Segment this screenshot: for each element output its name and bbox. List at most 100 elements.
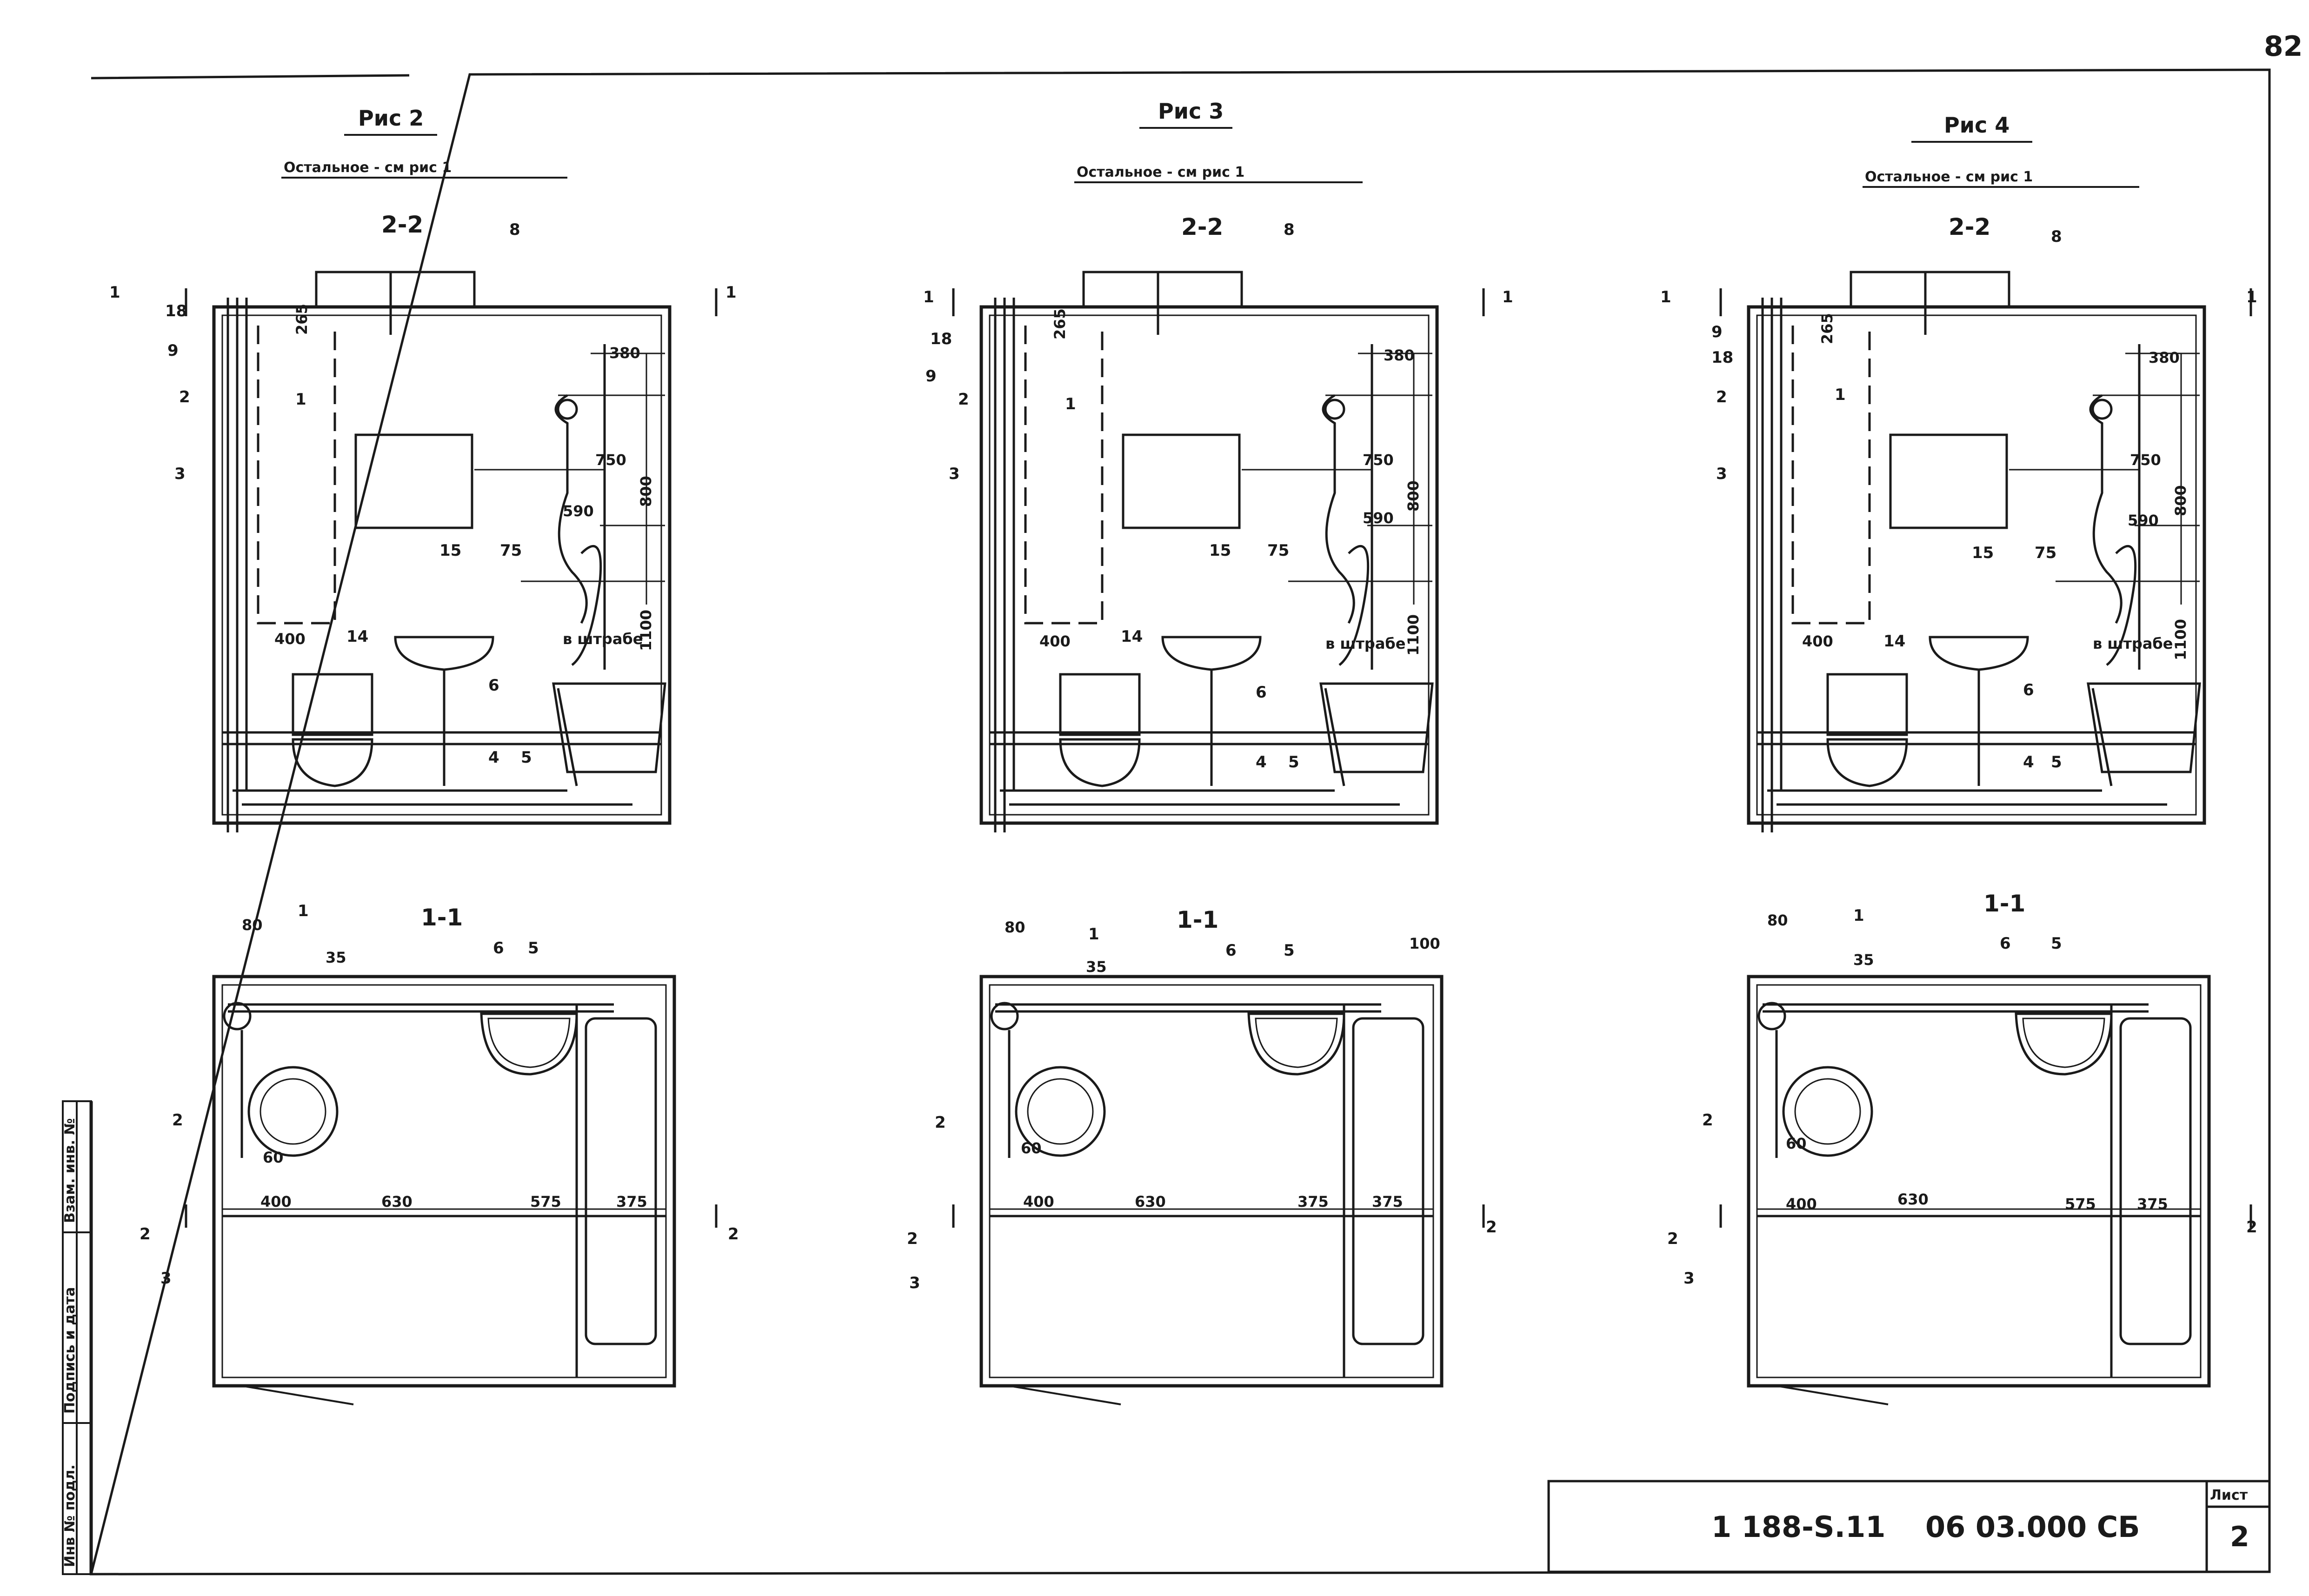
dim-label: 380: [2149, 349, 2180, 366]
elev-section: 2-2: [1949, 213, 1990, 240]
sheet-label: Лист: [2210, 1487, 2248, 1503]
ref-label: 15: [1209, 541, 1231, 560]
dim-label: 35: [1086, 958, 1107, 976]
width-label: 375: [2137, 1195, 2168, 1213]
title-block: 1 188-S.11 06 03.000 СБ Лист 2: [1547, 1480, 2271, 1573]
ref-label: 6: [2023, 681, 2034, 699]
note-label: в штрабе: [1325, 635, 1405, 652]
ref-label: 5: [1284, 941, 1295, 960]
elev-section: 2-2: [1181, 213, 1223, 240]
dim-label: 60: [1021, 1139, 1042, 1157]
ref-label: 9: [167, 341, 179, 360]
ref-label: 5: [2051, 934, 2062, 953]
cut-label: 1: [1502, 288, 1513, 306]
dim-label: 265: [293, 304, 311, 335]
cut-label: 1: [923, 288, 934, 306]
cut-label: 2: [907, 1230, 918, 1248]
ref-label: 15: [1972, 544, 1994, 562]
dim-label: 590: [563, 502, 594, 520]
ref-label: 9: [925, 367, 937, 386]
stamp-inv-no: Инв № подл.: [62, 1464, 78, 1567]
cut-label: 2: [1667, 1230, 1678, 1248]
elev-section: 2-2: [381, 211, 423, 238]
dim-label: 590: [1363, 509, 1394, 527]
dim-label: 35: [1853, 951, 1874, 969]
ref-label: 3: [160, 1269, 172, 1288]
plan-section: 1-1: [1177, 906, 1218, 933]
width-label: 630: [1135, 1193, 1166, 1210]
ref-label: 14: [346, 627, 368, 646]
width-label: 375: [1298, 1193, 1329, 1210]
fig-note: Остальное - см рис 1: [1077, 164, 1244, 180]
ref-label: 1: [298, 902, 309, 920]
dim-label: 380: [609, 344, 640, 362]
ref-label: 1: [1835, 386, 1846, 404]
plan-section: 1-1: [421, 904, 463, 931]
dim-label: 800: [637, 476, 655, 507]
cut-label: 2: [1486, 1218, 1497, 1237]
dim-label: 800: [2172, 485, 2189, 516]
ref-label: 14: [1883, 632, 1905, 651]
cut-label: 2: [140, 1225, 151, 1244]
dim-label: 100: [1409, 935, 1440, 952]
ref-label: 1: [1853, 906, 1864, 925]
width-label: 400: [1786, 1195, 1817, 1213]
ref-label: 5: [521, 748, 532, 767]
ref-label: 15: [439, 541, 461, 560]
ref-label: 6: [2000, 934, 2011, 953]
dim-label: 400: [274, 630, 306, 648]
dim-label: 265: [1051, 308, 1069, 339]
cut-label: 1: [725, 283, 737, 302]
ref-label: 18: [930, 330, 952, 348]
ref-label: 18: [165, 302, 187, 320]
note-label: в штрабе: [563, 630, 643, 648]
width-label: 400: [1023, 1193, 1054, 1210]
ref-label: 75: [500, 541, 522, 560]
ref-label: 2: [935, 1113, 946, 1132]
fig-note: Остальное - см рис 1: [284, 160, 452, 176]
ref-label: 6: [493, 939, 504, 958]
dim-label: 380: [1384, 346, 1415, 364]
dim-label: 80: [242, 916, 263, 934]
ref-label: 2: [1702, 1111, 1713, 1130]
width-label: 400: [260, 1193, 292, 1210]
ref-label: 3: [1684, 1269, 1695, 1288]
fig-title: Рис 4: [1944, 113, 2010, 138]
dim-label: 35: [326, 949, 346, 966]
ref-label: 2: [1716, 388, 1727, 406]
ref-label: 1: [1065, 395, 1076, 413]
title-code: 06 03.000 СБ: [1925, 1510, 2140, 1544]
ref-label: 6: [1256, 683, 1267, 702]
dim-label: 750: [595, 451, 626, 469]
page-number: 82: [2264, 30, 2303, 63]
ref-label: 3: [909, 1274, 920, 1292]
dim-label: 750: [2130, 451, 2161, 469]
figure-ris2: Рис 2 Остальное - см рис 1 2-2 8 380 750…: [109, 106, 739, 1404]
dim-label: 1100: [637, 610, 655, 651]
note-label: в штрабе: [2093, 635, 2173, 652]
ref-label: 3: [1716, 465, 1727, 483]
fig-note: Остальное - см рис 1: [1865, 169, 2033, 185]
plan-section: 1-1: [1983, 890, 2025, 917]
figure-ris4: Рис 4 Остальное - см рис 1 2-2 8 380 750…: [1660, 113, 2257, 1404]
ref-label: 9: [1711, 323, 1723, 341]
dim-label: 1100: [1404, 614, 1422, 656]
figure-ris3: Рис 3 Остальное - см рис 1 2-2 8 380 750…: [907, 99, 1513, 1404]
sheet-number: 2: [2230, 1521, 2249, 1553]
ref-label: 1: [1088, 925, 1099, 944]
dim-label: 8: [2051, 227, 2062, 246]
dim-label: 8: [509, 220, 520, 239]
ref-label: 18: [1711, 348, 1733, 367]
dim-label: 750: [1363, 451, 1394, 469]
side-stamp: Взам. инв. № Подпись и дата Инв № подл.: [62, 1100, 92, 1575]
ref-label: 5: [2051, 753, 2062, 771]
ref-label: 75: [2035, 544, 2056, 562]
ref-label: 2: [958, 390, 969, 409]
cut-label: 2: [2246, 1218, 2257, 1237]
ref-label: 2: [172, 1111, 183, 1130]
ref-label: 3: [174, 465, 186, 483]
fig-title: Рис 3: [1158, 99, 1224, 124]
stamp-replace-inv: Взам. инв. №: [62, 1118, 78, 1223]
ref-label: 6: [488, 676, 499, 695]
